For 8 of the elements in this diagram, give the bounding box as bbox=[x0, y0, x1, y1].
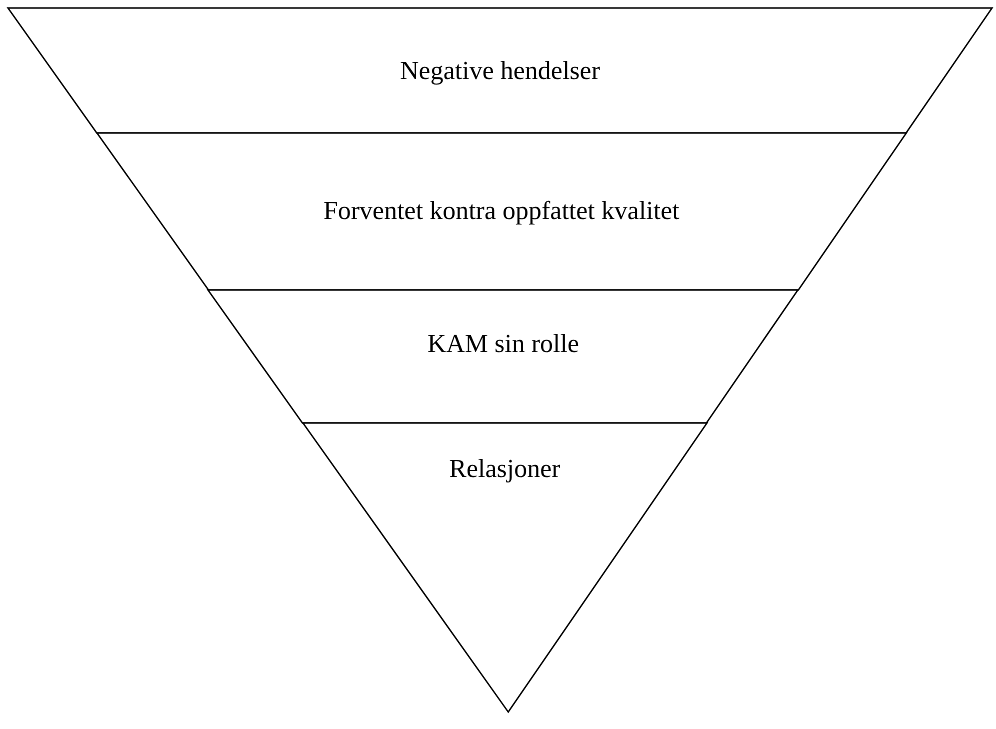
band-label: Forventet kontra oppfattet kvalitet bbox=[323, 196, 680, 226]
pyramid-band bbox=[208, 290, 798, 423]
pyramid-band bbox=[8, 8, 992, 133]
pyramid-tip-section bbox=[302, 423, 707, 712]
pyramid-band bbox=[96, 133, 906, 290]
band-label: Relasjoner bbox=[449, 454, 560, 484]
band-label: Negative hendelser bbox=[400, 56, 600, 86]
band-label: KAM sin rolle bbox=[427, 329, 580, 359]
